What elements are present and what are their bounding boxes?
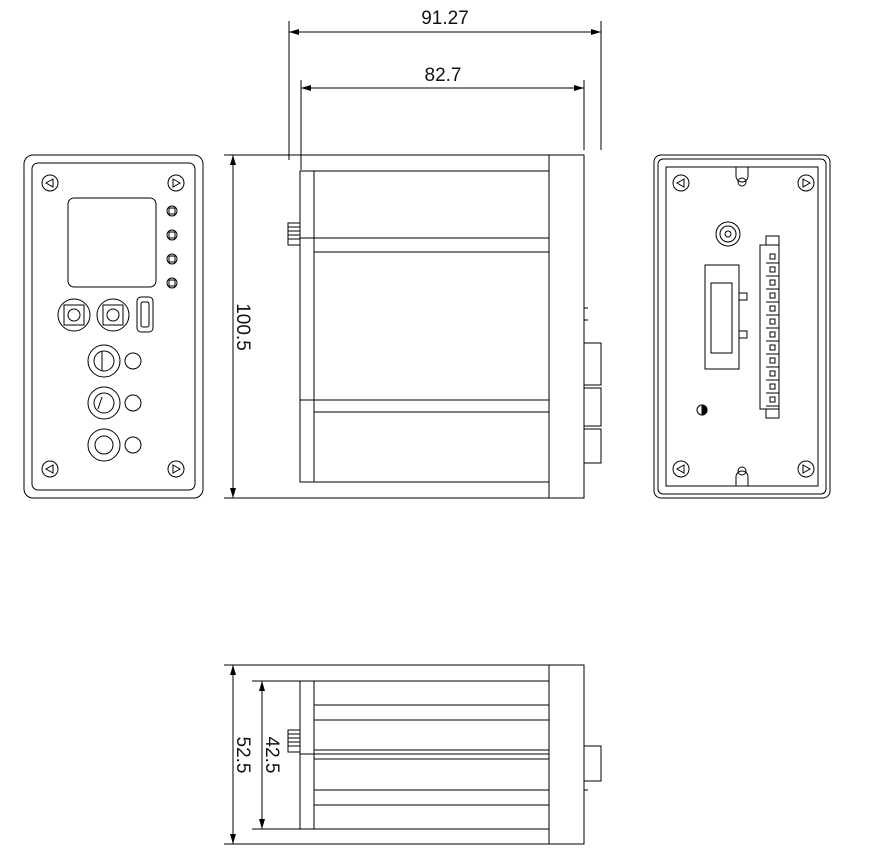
dimension-bottom-outer-width: 52.5 xyxy=(230,665,253,844)
display-window xyxy=(67,197,157,288)
dimension-body-depth: 82.7 xyxy=(300,65,585,170)
corner-screw-icon xyxy=(41,174,59,192)
indicator-lamp-icon xyxy=(124,352,142,370)
antenna-connector-icon xyxy=(287,729,301,753)
terminal-screw-icon xyxy=(769,292,776,299)
bottom-view xyxy=(224,664,602,845)
bottom-body xyxy=(299,680,550,830)
ground-symbol-icon xyxy=(696,404,708,416)
corner-screw-icon xyxy=(167,460,185,478)
usb-port-icon xyxy=(136,296,154,333)
terminal-screw-icon xyxy=(769,253,776,260)
rear-outer-frame xyxy=(653,154,831,499)
push-button-icon xyxy=(96,298,130,332)
terminal-screw-icon xyxy=(769,396,776,403)
dimension-label: 91.27 xyxy=(421,8,469,29)
terminal-screw-icon xyxy=(769,331,776,338)
indicator-lamp-icon xyxy=(124,436,142,454)
terminal-block-icon xyxy=(759,235,780,419)
bottom-front-plate xyxy=(548,664,585,845)
terminal-screw-icon xyxy=(769,318,776,325)
rotary-knob-icon xyxy=(87,428,121,462)
led-indicator-icon xyxy=(166,253,178,265)
led-indicator-icon xyxy=(166,205,178,217)
corner-screw-icon xyxy=(797,174,815,192)
antenna-socket-icon xyxy=(715,221,741,247)
terminal-screw-icon xyxy=(769,305,776,312)
terminal-screw-icon xyxy=(769,344,776,351)
dimension-label: 100.5 xyxy=(232,303,253,351)
led-indicator-icon xyxy=(166,229,178,241)
terminal-connector-icon xyxy=(583,745,602,791)
corner-screw-icon xyxy=(672,174,690,192)
side-view xyxy=(224,154,602,499)
terminal-screw-icon xyxy=(769,383,776,390)
rear-inner-frame xyxy=(657,158,827,495)
push-button-icon xyxy=(57,298,91,332)
terminal-screw-icon xyxy=(769,357,776,364)
terminal-screw-icon xyxy=(769,370,776,377)
dimension-label: 52.5 xyxy=(232,737,253,774)
dimension-overall-depth: 91.27 xyxy=(288,8,602,160)
led-indicator-icon xyxy=(166,277,178,289)
side-front-plate xyxy=(548,154,585,499)
front-inner-frame xyxy=(31,162,196,491)
antenna-connector-icon xyxy=(287,222,301,246)
dimension-height: 100.5 xyxy=(230,155,253,498)
indicator-lamp-icon xyxy=(124,394,142,412)
mounting-slot-icon xyxy=(735,466,749,486)
side-body xyxy=(299,170,550,483)
dimension-label: 82.7 xyxy=(425,65,462,86)
corner-screw-icon xyxy=(41,460,59,478)
mounting-slot-icon xyxy=(735,167,749,187)
rotary-knob-icon xyxy=(87,386,121,420)
rotary-knob-icon xyxy=(87,344,121,378)
terminal-screw-icon xyxy=(769,279,776,286)
front-outer-frame xyxy=(23,154,204,499)
corner-screw-icon xyxy=(797,460,815,478)
corner-screw-icon xyxy=(167,174,185,192)
usb-slot-icon xyxy=(704,264,748,370)
front-view xyxy=(23,154,204,499)
terminal-connector-icon xyxy=(583,307,602,464)
rear-view xyxy=(653,154,831,499)
dimension-bottom-inner-width: 42.5 xyxy=(259,681,282,829)
corner-screw-icon xyxy=(672,460,690,478)
terminal-screw-icon xyxy=(769,266,776,273)
rear-back-panel xyxy=(665,166,819,487)
dimension-label: 42.5 xyxy=(261,737,282,774)
